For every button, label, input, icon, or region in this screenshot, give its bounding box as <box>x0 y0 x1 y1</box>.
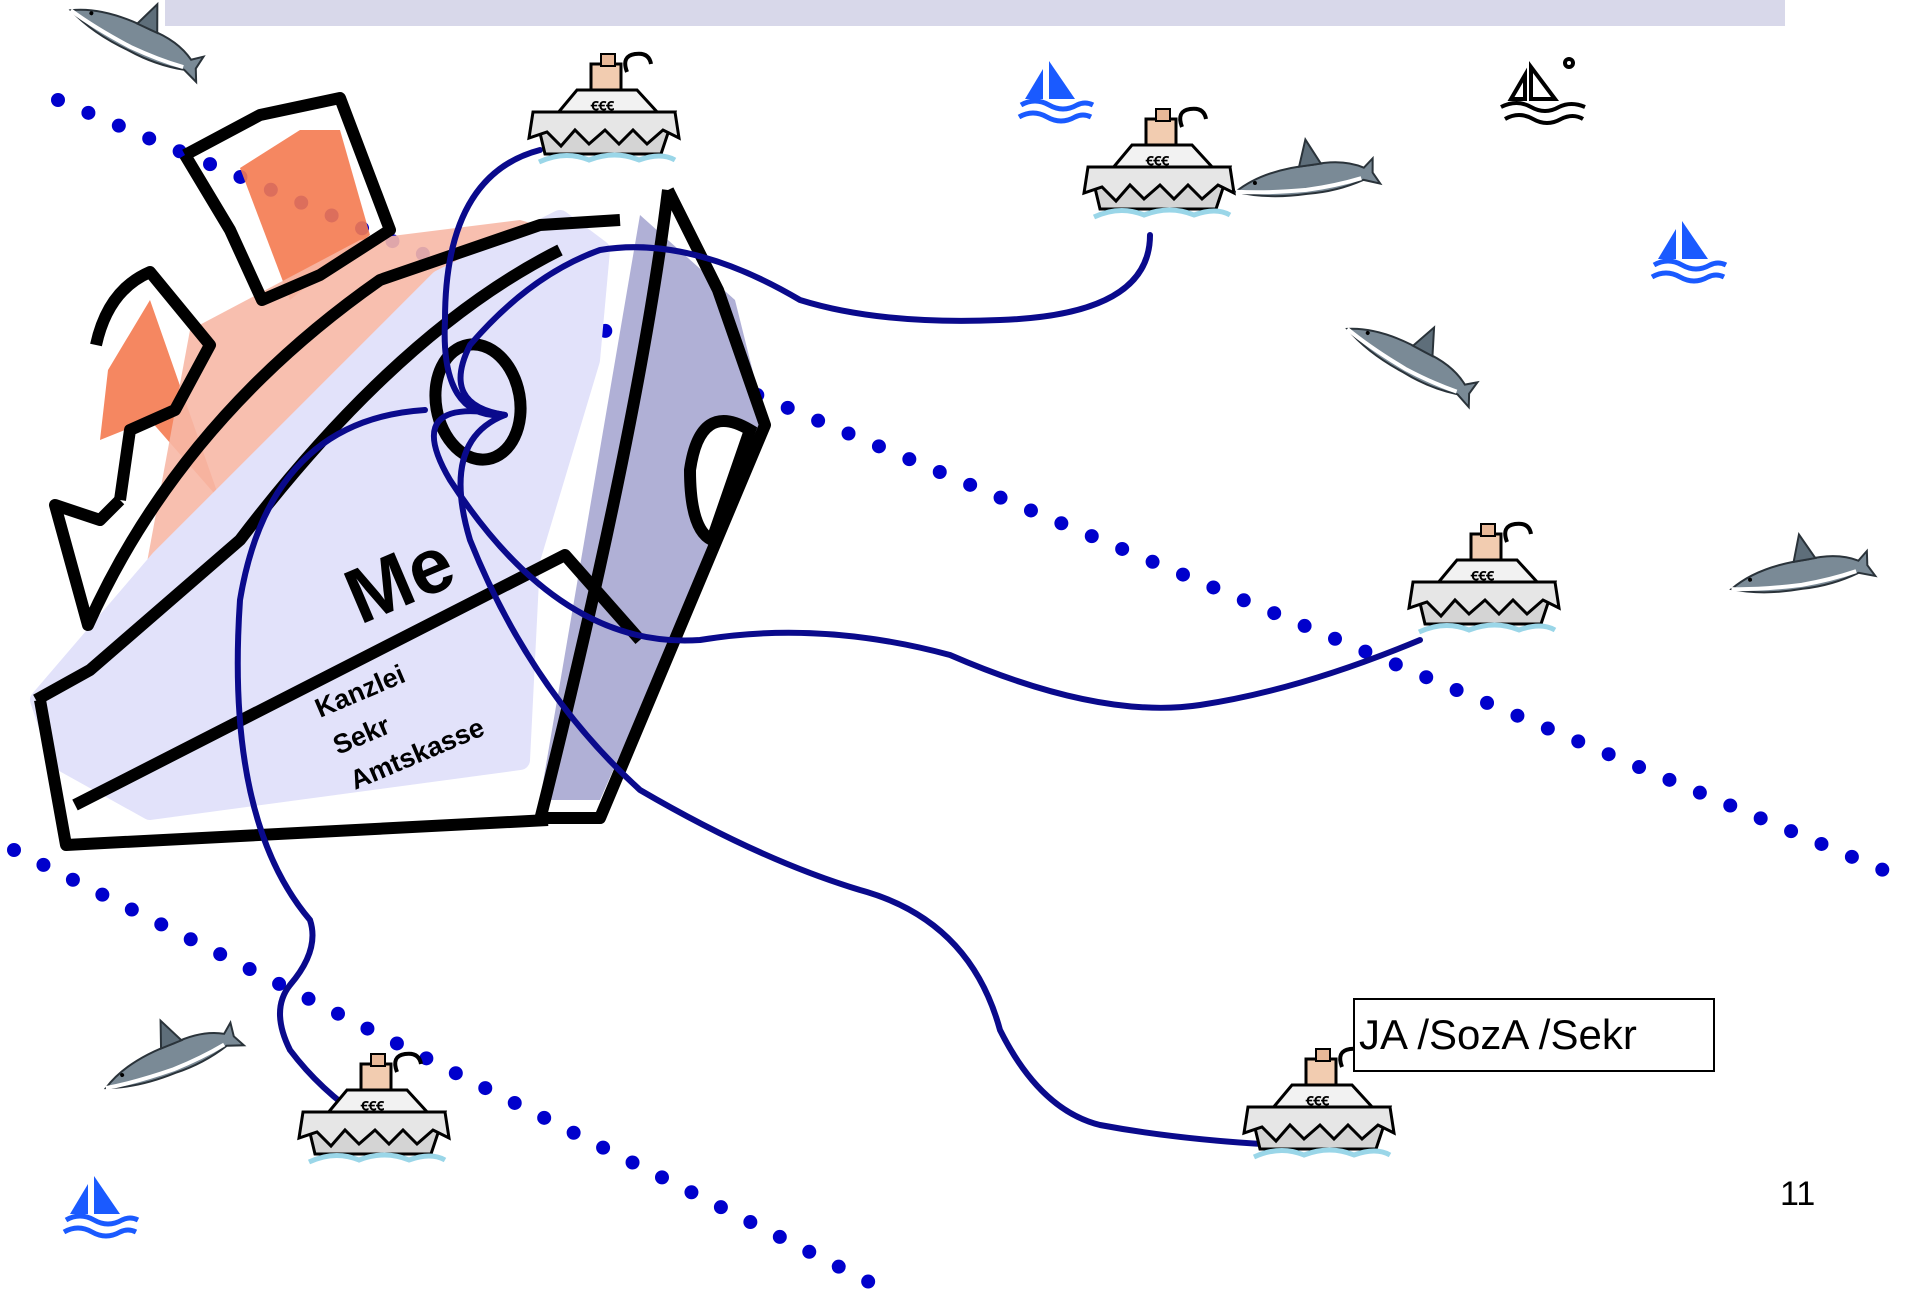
steam-ship-icon <box>529 54 679 162</box>
steam-ship-icon <box>1409 524 1559 632</box>
shark-icon <box>1341 292 1494 408</box>
connection-line <box>430 408 1423 711</box>
steam-ship-icon <box>1084 109 1234 217</box>
steam-ship-icon <box>299 1054 449 1162</box>
shark-icon <box>1228 128 1383 207</box>
connection-lines <box>234 147 1423 1148</box>
sailboat-icon <box>1019 61 1093 121</box>
header-band <box>165 0 1785 26</box>
connection-line <box>441 147 1153 419</box>
shark-icon <box>88 993 247 1102</box>
dotted-line <box>7 843 882 1292</box>
connection-line <box>457 412 1283 1148</box>
sailboat-icon <box>64 1176 138 1236</box>
sailboat-icon <box>1652 221 1726 281</box>
page-number: 11 <box>1780 1175 1816 1213</box>
main-ship: Me Kanzlei Sekr Amtskasse <box>30 92 771 851</box>
department-label: JA /SozA /Sekr <box>1353 998 1715 1072</box>
sailboat-icon <box>1500 57 1586 125</box>
shark-icon <box>1722 520 1878 604</box>
connection-line <box>234 407 428 1123</box>
